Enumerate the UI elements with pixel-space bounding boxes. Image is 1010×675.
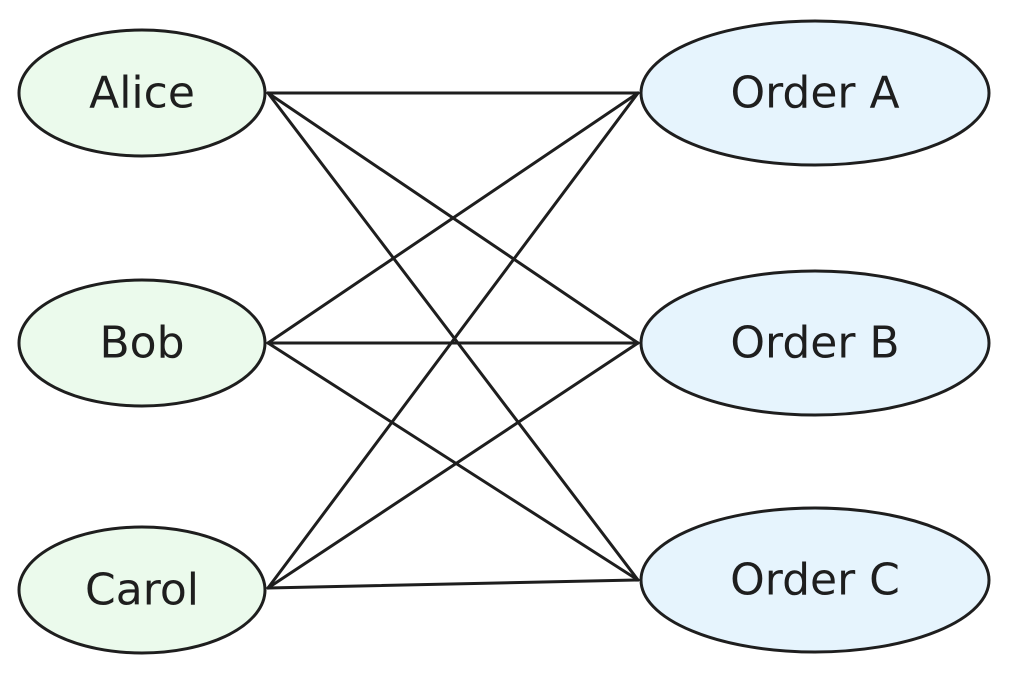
edge-alice-order-c bbox=[266, 91, 640, 582]
customer-label: Bob bbox=[99, 318, 184, 369]
edge-carol-order-c bbox=[266, 578, 640, 590]
edges-layer bbox=[266, 91, 640, 590]
edge-carol-order-a bbox=[266, 91, 640, 590]
customer-node-alice[interactable]: Alice bbox=[17, 28, 267, 158]
edge-carol-order-b bbox=[266, 341, 640, 590]
order-label: Order B bbox=[730, 318, 899, 369]
order-node-c[interactable]: Order C bbox=[639, 506, 991, 654]
order-node-a[interactable]: Order A bbox=[639, 19, 991, 167]
customer-node-carol[interactable]: Carol bbox=[17, 525, 267, 655]
order-label: Order A bbox=[730, 68, 899, 119]
customer-label: Alice bbox=[89, 68, 195, 119]
order-label: Order C bbox=[730, 555, 900, 606]
customer-node-bob[interactable]: Bob bbox=[17, 278, 267, 408]
order-node-b[interactable]: Order B bbox=[639, 269, 991, 417]
edge-bob-order-c bbox=[266, 341, 640, 582]
customer-label: Carol bbox=[85, 565, 199, 616]
edge-bob-order-a bbox=[266, 91, 640, 345]
